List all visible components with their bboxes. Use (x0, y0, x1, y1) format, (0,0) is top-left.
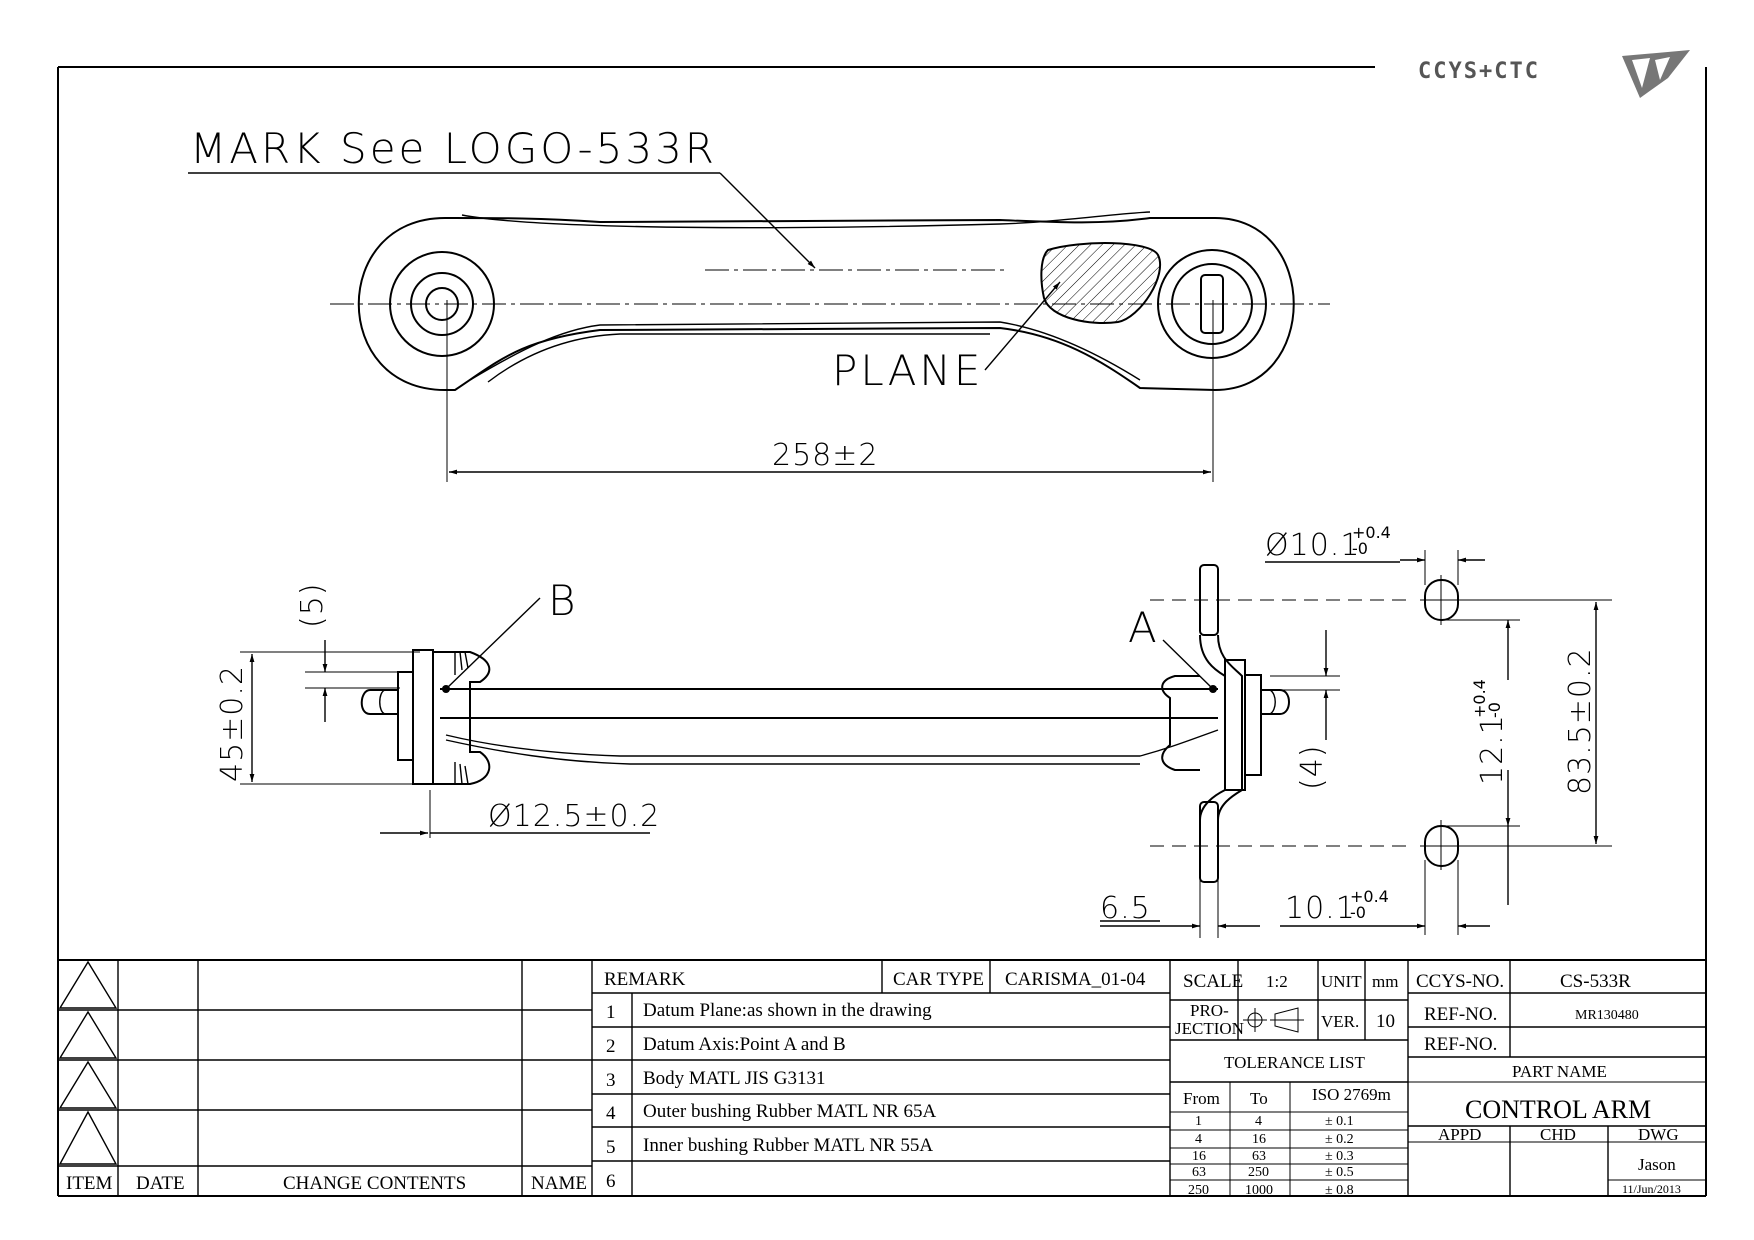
appd-label: APPD (1438, 1125, 1481, 1144)
title-block: ITEM DATE CHANGE CONTENTS NAME REMARK CA… (58, 959, 1706, 1198)
svg-text:1: 1 (606, 1002, 616, 1023)
ref-no-label-1: REF-NO. (1424, 1004, 1497, 1025)
svg-text:ISO 2769m: ISO 2769m (1312, 1085, 1391, 1104)
dimension-45: 45±0.2 (215, 665, 250, 782)
svg-text:5: 5 (606, 1137, 616, 1158)
dimension-12-1: 12.1 (1475, 714, 1510, 785)
car-type-value: CARISMA_01-04 (1005, 969, 1146, 990)
svg-text:250: 250 (1188, 1183, 1209, 1198)
svg-text:± 0.3: ± 0.3 (1325, 1149, 1354, 1164)
svg-text:4: 4 (1195, 1132, 1202, 1147)
svg-text:From: From (1183, 1089, 1220, 1108)
top-view: MARK See LOGO-533R PLANE 258±2 (188, 124, 1330, 482)
remarks-table: REMARK CAR TYPE CARISMA_01-04 1 Datum Pl… (592, 960, 1170, 1196)
svg-text:-0: -0 (1352, 539, 1368, 558)
svg-text:± 0.8: ± 0.8 (1325, 1183, 1354, 1198)
ccys-no-value: CS-533R (1560, 971, 1631, 992)
dimension-diameter-12-5: Ø12.5±0.2 (488, 799, 660, 834)
svg-text:63: 63 (1252, 1149, 1266, 1164)
mark-label: MARK See LOGO-533R (190, 124, 717, 173)
remark-item-5: Inner bushing Rubber MATL NR 55A (643, 1135, 933, 1156)
revision-header-date: DATE (136, 1173, 185, 1194)
svg-text:To: To (1250, 1089, 1268, 1108)
revision-header-change-contents: CHANGE CONTENTS (283, 1173, 466, 1194)
revision-header-name: NAME (531, 1173, 587, 1194)
part-info-block: CCYS-NO. CS-533R REF-NO. MR130480 REF-NO… (1408, 960, 1706, 1196)
svg-text:+0.4: +0.4 (1352, 523, 1391, 542)
border-frame (57, 66, 1707, 1197)
ccys-no-label: CCYS-NO. (1416, 971, 1504, 992)
remark-item-1: Datum Plane:as shown in the drawing (643, 1000, 932, 1021)
ref-no-label-2: REF-NO. (1424, 1034, 1497, 1055)
svg-text:CCYS+CTC: CCYS+CTC (1418, 59, 1540, 84)
dwg-label: DWG (1638, 1125, 1679, 1144)
version-value: 10 (1376, 1011, 1395, 1032)
tolerance-block: SCALE 1:2 UNIT mm PRO- JECTION VER. 10 T… (1169, 960, 1409, 1198)
dimension-83-5: 83.5±0.2 (1563, 647, 1598, 795)
version-label: VER. (1321, 1012, 1359, 1031)
drawn-date: 11/Jun/2013 (1622, 1182, 1681, 1196)
svg-text:± 0.2: ± 0.2 (1325, 1132, 1354, 1147)
part-name-value: CONTROL ARM (1465, 1095, 1651, 1124)
side-view: B 45±0.2 (5) Ø12.5±0.2 A (215, 523, 1612, 938)
svg-text:± 0.5: ± 0.5 (1325, 1165, 1354, 1180)
svg-text:250: 250 (1248, 1165, 1269, 1180)
svg-text:1000: 1000 (1245, 1183, 1273, 1198)
dimension-6-5: 6.5 (1100, 891, 1151, 926)
svg-text:4: 4 (1255, 1114, 1262, 1129)
svg-text:2: 2 (606, 1036, 616, 1057)
projection-label-1: PRO- (1190, 1001, 1229, 1020)
svg-text:3: 3 (606, 1070, 616, 1091)
svg-text:6: 6 (606, 1171, 616, 1192)
svg-text:+0.4: +0.4 (1470, 679, 1489, 718)
remark-item-3: Body MATL JIS G3131 (643, 1068, 825, 1089)
projection-symbol-icon (1243, 1007, 1304, 1033)
remark-header: REMARK (604, 969, 686, 990)
datum-a-label: A (1128, 603, 1160, 652)
chd-label: CHD (1540, 1125, 1576, 1144)
plane-label: PLANE (832, 346, 983, 395)
projection-label-2: JECTION (1175, 1019, 1244, 1038)
revision-header-item: ITEM (66, 1173, 113, 1194)
svg-text:+0.4: +0.4 (1350, 887, 1389, 906)
dimension-5: (5) (295, 583, 330, 629)
revision-table: ITEM DATE CHANGE CONTENTS NAME (58, 960, 593, 1196)
overall-length-dimension: 258±2 (772, 438, 878, 473)
svg-text:4: 4 (606, 1103, 616, 1124)
svg-text:16: 16 (1252, 1132, 1266, 1147)
car-type-label: CAR TYPE (893, 969, 984, 990)
dimension-diameter-10-1-top: Ø10.1 (1265, 528, 1360, 563)
svg-text:1: 1 (1195, 1114, 1202, 1129)
company-logo: CCYS+CTC (1418, 50, 1690, 98)
unit-label: UNIT (1321, 972, 1362, 991)
part-name-label: PART NAME (1512, 1062, 1607, 1081)
dimension-10-1-bottom: 10.1 (1285, 891, 1356, 926)
datum-b-label: B (548, 576, 579, 625)
tolerance-list-title: TOLERANCE LIST (1224, 1053, 1365, 1072)
svg-text:16: 16 (1192, 1149, 1206, 1164)
drawn-by-name: Jason (1638, 1155, 1676, 1174)
svg-text:63: 63 (1192, 1165, 1206, 1180)
svg-text:-0: -0 (1485, 702, 1504, 718)
unit-value: mm (1372, 972, 1398, 991)
svg-text:± 0.1: ± 0.1 (1325, 1114, 1354, 1129)
remark-item-4: Outer bushing Rubber MATL NR 65A (643, 1101, 937, 1122)
scale-value: 1:2 (1266, 972, 1288, 991)
remark-item-2: Datum Axis:Point A and B (643, 1034, 846, 1055)
ref-no-value-1: MR130480 (1575, 1008, 1639, 1023)
scale-label: SCALE (1183, 971, 1243, 992)
svg-text:-0: -0 (1350, 903, 1366, 922)
dimension-4: (4) (1295, 745, 1330, 791)
